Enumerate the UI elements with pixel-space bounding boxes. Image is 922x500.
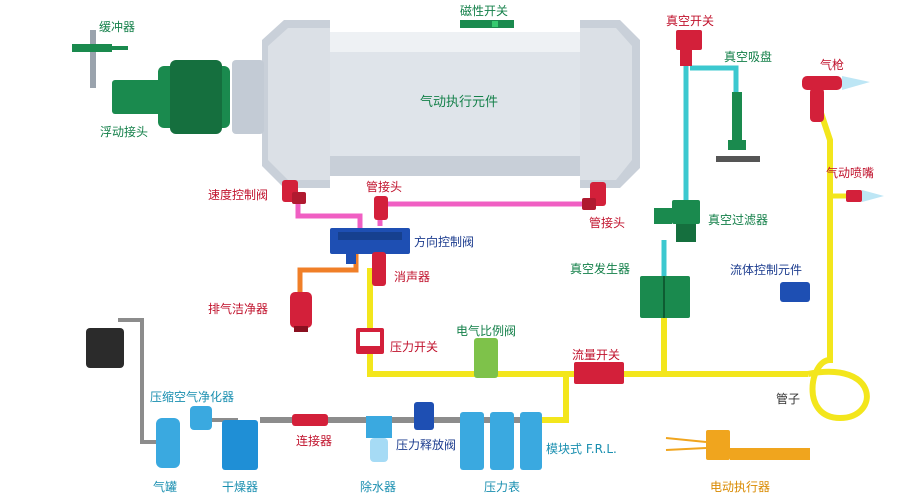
- label-magnetic-switch: 磁性开关: [460, 4, 509, 18]
- label-electric-actuator: 电动执行器: [710, 480, 771, 494]
- label-pneumatic-actuator: 气动执行元件: [420, 95, 499, 110]
- yellow-pipe-valve: [367, 268, 566, 377]
- nozzle-device: [846, 190, 884, 202]
- label-air-purifier: 压缩空气净化器: [150, 390, 235, 404]
- label-vacuum-cup: 真空吸盘: [724, 50, 773, 64]
- label-speed-valve: 速度控制阀: [208, 188, 269, 202]
- directional-valve: [330, 228, 410, 264]
- cylinder: [232, 20, 640, 188]
- magnetic-switch-led: [492, 21, 498, 27]
- flow-switch-device: [574, 362, 624, 384]
- label-fluid-control: 流体控制元件: [730, 263, 803, 277]
- label-dryer: 干燥器: [222, 480, 259, 494]
- speed-control-valve: [282, 180, 306, 204]
- buffer: [72, 30, 128, 88]
- exhaust-cleaner: [290, 292, 312, 332]
- label-drain: 除水器: [360, 480, 397, 494]
- label-flow-switch: 流量开关: [572, 348, 621, 362]
- relief-valve-device: [414, 402, 434, 430]
- label-tube: 管子: [776, 392, 801, 406]
- label-fitting-left: 管接头: [366, 180, 403, 194]
- label-connector: 连接器: [296, 434, 333, 448]
- label-tank: 气罐: [153, 480, 178, 494]
- pink-pipe-left: [295, 204, 363, 230]
- label-pressure-switch: 压力开关: [390, 340, 439, 354]
- yellow-pipe-loop: [807, 109, 870, 422]
- electric-actuator-device: [665, 430, 810, 460]
- label-proportional-valve: 电气比例阀: [456, 324, 517, 338]
- label-gauge: 压力表: [484, 480, 521, 494]
- vacuum-switch-device: [676, 30, 702, 66]
- gray-pipe: [118, 318, 160, 444]
- label-floating-joint: 浮动接头: [100, 125, 149, 139]
- label-fitting-right: 管接头: [589, 216, 626, 230]
- vacuum-generator-device: [640, 276, 690, 318]
- label-pneumatic-nozzle: 气动喷嘴: [826, 166, 875, 180]
- compressor-device: [86, 328, 124, 368]
- tank-device: [156, 418, 180, 468]
- label-directional-valve: 方向控制阀: [414, 235, 475, 249]
- vacuum-filter-device: [654, 200, 700, 242]
- proportional-valve-device: [474, 338, 498, 378]
- cyan-pipe-cup: [690, 65, 739, 92]
- floating-joint: [112, 60, 230, 134]
- magnetic-switch: [460, 20, 514, 28]
- fitting-left: [374, 196, 388, 220]
- silencer: [372, 252, 386, 286]
- pink-pipe-right: [377, 201, 590, 226]
- label-relief-valve: 压力释放阀: [396, 438, 457, 452]
- vacuum-cup-device: [716, 92, 760, 162]
- air-gun-device: [802, 76, 870, 122]
- connector-device: [292, 414, 328, 426]
- fluid-control-device: [780, 282, 810, 302]
- yellow-pipe-main: [540, 371, 808, 423]
- label-vacuum-switch: 真空开关: [666, 14, 715, 28]
- dryer-device: [222, 420, 258, 470]
- label-buffer: 缓冲器: [99, 20, 136, 34]
- label-vacuum-filter: 真空过滤器: [708, 213, 769, 227]
- pressure-switch-device: [356, 328, 384, 354]
- fitting-right: [582, 182, 606, 210]
- frl-device: [460, 412, 542, 470]
- purifier-device: [190, 406, 212, 430]
- label-air-gun: 气枪: [820, 58, 845, 72]
- label-silencer: 消声器: [394, 270, 431, 284]
- label-exhaust-cleaner: 排气洁净器: [208, 302, 269, 316]
- label-modular-frl: 模块式 F.R.L.: [546, 442, 617, 456]
- label-vacuum-generator: 真空发生器: [570, 262, 631, 276]
- drain-device: [366, 416, 392, 462]
